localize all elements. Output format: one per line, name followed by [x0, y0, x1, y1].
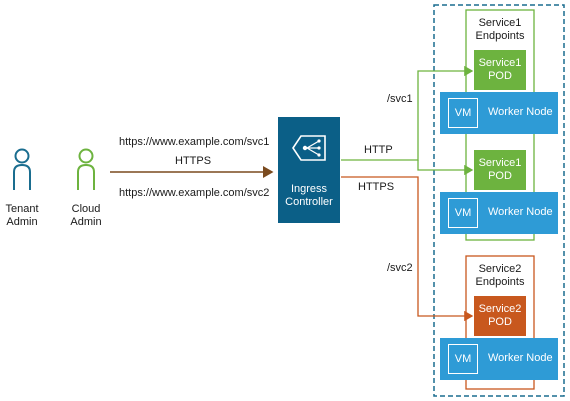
service2-endpoints-line1: Service2: [478, 263, 522, 275]
worker-node-2: VM Worker Node: [440, 192, 558, 234]
service1-endpoints-line2: Endpoints: [475, 30, 525, 42]
vm-box-2: VM: [448, 198, 478, 228]
svc2-path-label: /svc2: [387, 262, 413, 274]
svc1-route-arrow-2: [417, 160, 474, 176]
worker-node-2-label: Worker Node: [488, 206, 553, 218]
tenant-admin-line1: Tenant: [5, 203, 39, 215]
service2-endpoints-line2: Endpoints: [475, 276, 525, 288]
pod-1-line2: POD: [488, 70, 512, 82]
cloud-admin-label: Cloud Admin: [66, 203, 106, 229]
svc1-http-label: HTTP: [364, 144, 393, 156]
tenant-admin-line2: Admin: [6, 216, 38, 228]
svc1-path-label: /svc1: [387, 93, 413, 105]
worker-node-3: VM Worker Node: [440, 338, 558, 380]
cloud-admin-line1: Cloud: [71, 203, 101, 215]
vm-box-1: VM: [448, 98, 478, 128]
cloud-admin: Cloud Admin: [66, 146, 106, 229]
service1-pod-1: Service1 POD: [474, 50, 526, 90]
service1-endpoints-line1: Service1: [478, 17, 522, 29]
service1-endpoints-title: Service1 Endpoints: [466, 17, 534, 43]
svc2-https-label: HTTPS: [358, 181, 395, 193]
cluster-boundary: [433, 4, 565, 397]
pod-3-line1: Service2: [478, 303, 522, 315]
url-svc2-label: https://www.example.com/svc2: [119, 187, 270, 199]
worker-node-1-label: Worker Node: [488, 106, 553, 118]
ingress-icon: [292, 135, 326, 161]
tenant-admin-label: Tenant Admin: [2, 203, 42, 229]
worker-node-3-label: Worker Node: [488, 352, 553, 364]
vm-box-3: VM: [448, 344, 478, 374]
service2-pod: Service2 POD: [474, 296, 526, 336]
pod-2-line1: Service1: [478, 157, 522, 169]
service1-pod-2: Service1 POD: [474, 150, 526, 190]
ingress-label-line2: Controller: [285, 196, 333, 208]
person-icon: [77, 148, 95, 190]
svc1-route-arrow-1: [341, 65, 474, 161]
cloud-admin-line2: Admin: [70, 216, 102, 228]
ingress-controller: Ingress Controller: [278, 117, 340, 223]
person-icon: [13, 148, 31, 190]
worker-node-1: VM Worker Node: [440, 92, 558, 134]
ingress-label-line1: Ingress: [290, 183, 328, 195]
pod-2-line2: POD: [488, 170, 512, 182]
tenant-admin: Tenant Admin: [2, 146, 42, 229]
service2-endpoints-title: Service2 Endpoints: [466, 263, 534, 289]
pod-1-line1: Service1: [478, 57, 522, 69]
https-request-label: HTTPS: [175, 155, 212, 167]
service2-endpoints-box: [465, 255, 535, 390]
pod-3-line2: POD: [488, 316, 512, 328]
url-svc1-label: https://www.example.com/svc1: [119, 136, 270, 148]
svc2-route-arrow: [341, 176, 474, 322]
